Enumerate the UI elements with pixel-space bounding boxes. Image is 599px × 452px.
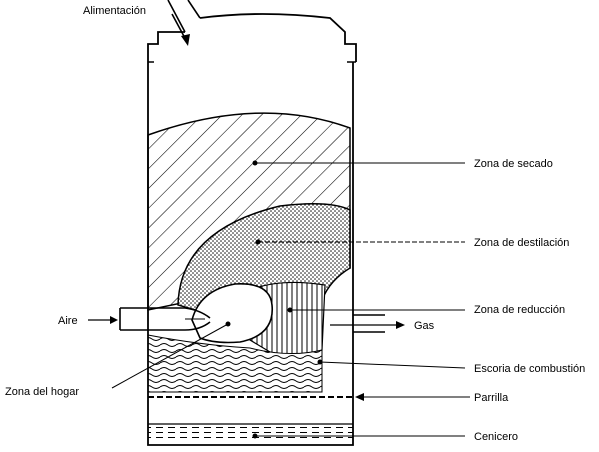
air-inlet-pipe bbox=[119, 307, 211, 331]
label-hearth: Zona del hogar bbox=[5, 386, 79, 398]
label-grate: Parrilla bbox=[474, 392, 509, 404]
label-reduction: Zona de reducción bbox=[474, 304, 565, 316]
ashpit-fill bbox=[148, 424, 353, 442]
label-slag: Escoria de combustión bbox=[474, 363, 585, 375]
label-feed: Alimentación bbox=[83, 5, 146, 17]
slag-leader bbox=[319, 361, 466, 369]
hearth-leader bbox=[111, 323, 229, 389]
gas-outlet-pipe bbox=[353, 314, 385, 333]
label-air: Aire bbox=[58, 315, 78, 327]
label-drying: Zona de secado bbox=[474, 158, 553, 170]
label-gas: Gas bbox=[414, 320, 435, 332]
label-distillation: Zona de destilación bbox=[474, 237, 569, 249]
label-ashpit: Cenicero bbox=[474, 431, 518, 443]
hearth-flame bbox=[191, 283, 273, 344]
feed-inlet bbox=[167, 0, 201, 33]
gasifier-vessel bbox=[147, 31, 185, 62]
